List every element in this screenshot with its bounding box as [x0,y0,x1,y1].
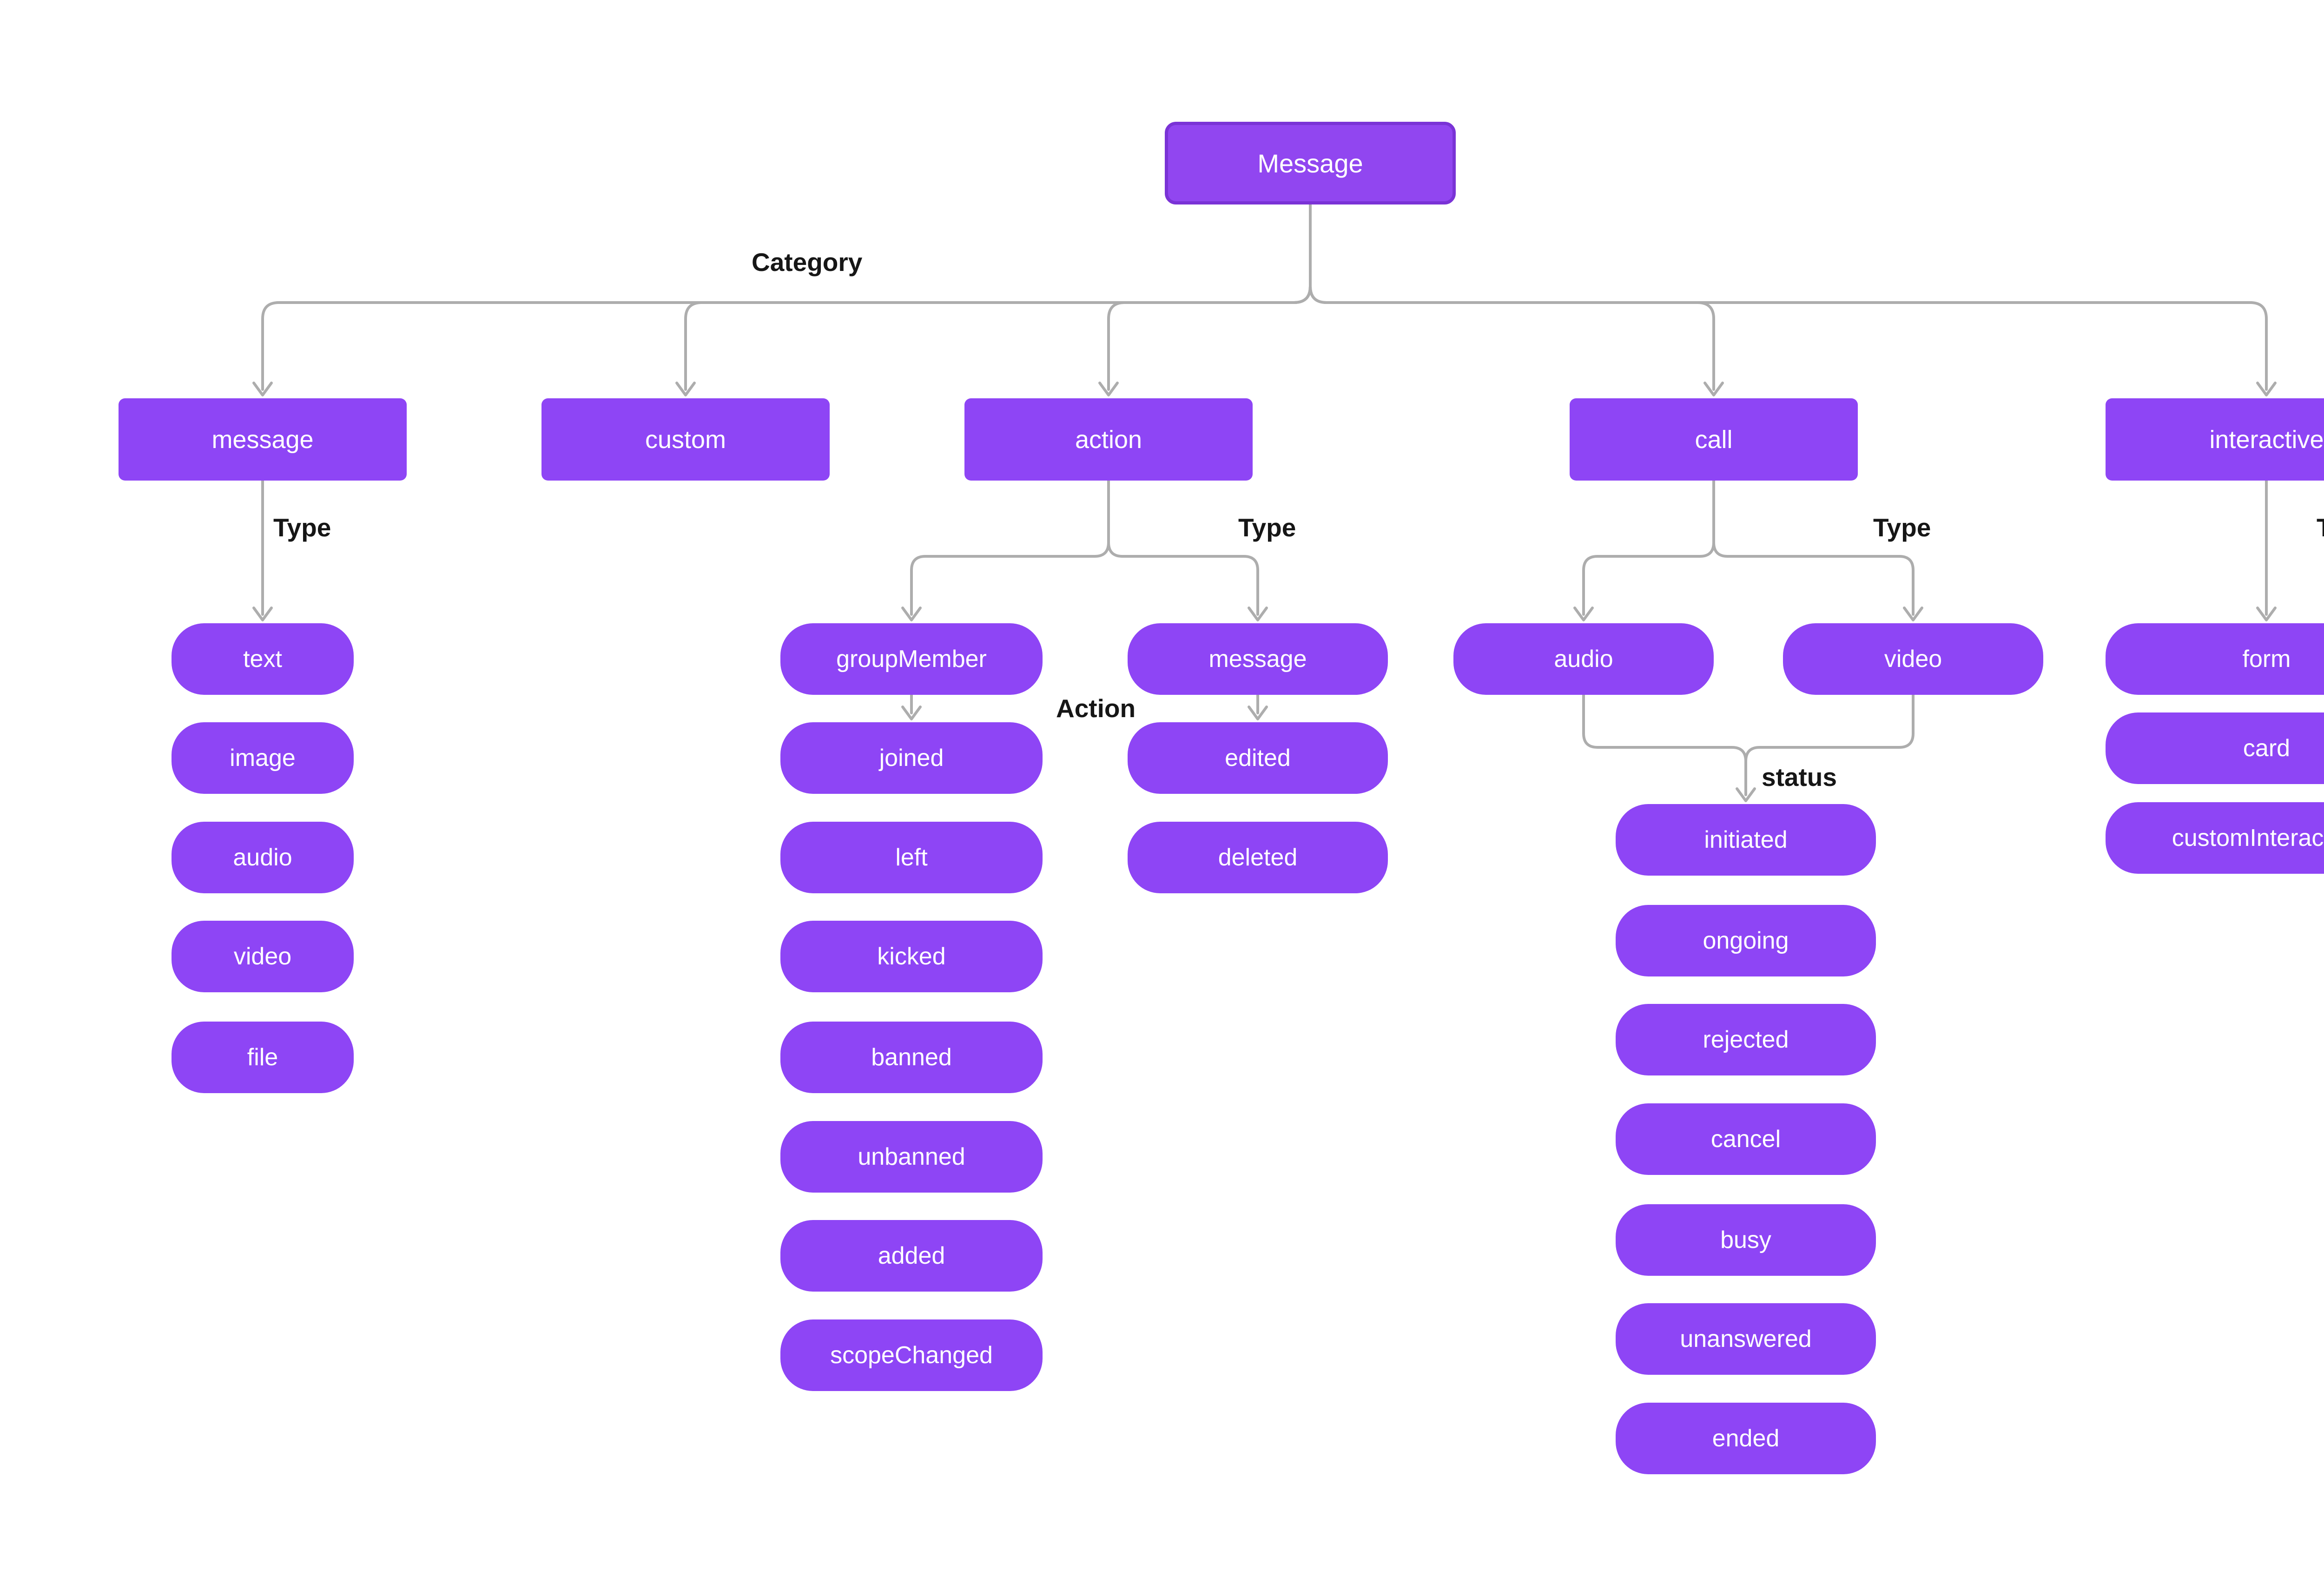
node-type-file: file [172,1022,354,1093]
node-category-message: message [119,398,407,481]
node-status-ongoing: ongoing [1616,905,1876,976]
node-type-groupmember: groupMember [780,623,1043,695]
node-action-unbanned: unbanned [780,1121,1043,1193]
call-type-edges [1573,479,1923,621]
node-type-text: text [172,623,354,695]
node-action-left: left [780,822,1043,893]
node-status-cancel: cancel [1616,1103,1876,1175]
message-type-edge [252,479,273,621]
node-action-kicked: kicked [780,921,1043,992]
node-type-action-message: message [1128,623,1388,695]
node-type-image: image [172,722,354,794]
node-status-busy: busy [1616,1204,1876,1276]
node-interactive-form: form [2106,623,2324,695]
node-action-scopechanged: scopeChanged [780,1319,1043,1391]
action-leaf-edges [901,693,1268,720]
node-interactive-card: card [2106,712,2324,784]
edge-label-status: status [1762,763,1837,792]
edge-label-type-message: Type [273,513,331,542]
node-call-audio: audio [1453,623,1714,695]
node-status-ended: ended [1616,1403,1876,1474]
node-category-action: action [964,398,1253,481]
edge-label-category: Category [752,248,863,277]
node-interactive-custominteractive: customInteractive [2106,802,2324,874]
node-category-custom: custom [541,398,830,481]
node-action-added: added [780,1220,1043,1292]
node-action-deleted: deleted [1128,822,1388,893]
node-status-initiated: initiated [1616,804,1876,876]
node-status-unanswered: unanswered [1616,1303,1876,1375]
node-type-audio: audio [172,822,354,893]
node-category-interactive: interactive [2106,398,2324,481]
edge-label-type-interactive: Type [2317,513,2324,542]
node-call-video: video [1783,623,2043,695]
edge-label-type-action: Type [1238,513,1296,542]
node-status-rejected: rejected [1616,1004,1876,1075]
action-type-edges [901,479,1268,621]
node-type-video: video [172,921,354,992]
node-action-banned: banned [780,1022,1043,1093]
edge-label-action: Action [1056,694,1136,723]
node-action-edited: edited [1128,722,1388,794]
category-branch-edges [252,203,2277,396]
node-category-call: call [1570,398,1858,481]
node-action-joined: joined [780,722,1043,794]
interactive-type-edge [2256,479,2277,621]
edge-label-type-call: Type [1873,513,1931,542]
call-status-merge-edges [1582,693,1915,802]
node-root-message: Message [1165,122,1456,204]
